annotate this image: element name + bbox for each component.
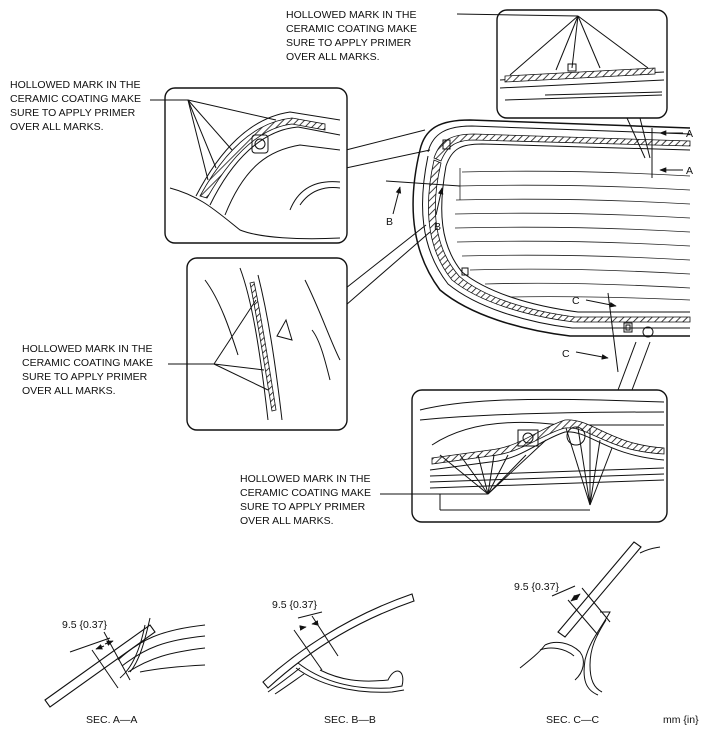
svg-text:SURE TO APPLY PRIMER: SURE TO APPLY PRIMER bbox=[10, 107, 136, 119]
svg-text:HOLLOWED MARK IN THE: HOLLOWED MARK IN THE bbox=[10, 79, 141, 91]
svg-text:HOLLOWED MARK IN THE: HOLLOWED MARK IN THE bbox=[286, 9, 417, 21]
svg-text:SURE TO APPLY PRIMER: SURE TO APPLY PRIMER bbox=[22, 371, 148, 383]
detail-middle-left bbox=[186, 224, 431, 431]
marker-b-right: B bbox=[434, 221, 441, 233]
units-label: mm {in} bbox=[663, 714, 699, 726]
clip-lower-right bbox=[623, 322, 633, 333]
section-c-label: SEC. C—C bbox=[546, 714, 600, 726]
marker-a-upper: A bbox=[686, 128, 693, 140]
marker-a-lower: A bbox=[686, 165, 693, 177]
dimension-c: 9.5 {0.37} bbox=[514, 581, 559, 593]
svg-text:OVER ALL MARKS.: OVER ALL MARKS. bbox=[22, 385, 116, 397]
svg-text:CERAMIC COATING MAKE: CERAMIC COATING MAKE bbox=[22, 357, 153, 369]
dimension-a: 9.5 {0.37} bbox=[62, 619, 107, 631]
marker-c-lower: C bbox=[562, 348, 570, 360]
marker-b-left: B bbox=[386, 216, 393, 228]
svg-text:SURE TO APPLY PRIMER: SURE TO APPLY PRIMER bbox=[286, 37, 412, 49]
section-b-b: 9.5 {0.37} SEC. B—B bbox=[262, 593, 415, 726]
svg-text:HOLLOWED MARK IN THE: HOLLOWED MARK IN THE bbox=[22, 343, 153, 355]
section-c-c: 9.5 {0.37} SEC. C—C bbox=[514, 541, 661, 726]
note-middle-left: HOLLOWED MARK IN THE CERAMIC COATING MAK… bbox=[22, 343, 214, 397]
section-c-markers: C C bbox=[562, 292, 619, 373]
svg-text:OVER ALL MARKS.: OVER ALL MARKS. bbox=[240, 515, 334, 527]
svg-text:CERAMIC COATING MAKE: CERAMIC COATING MAKE bbox=[240, 487, 371, 499]
section-a-a: 9.5 {0.37} SEC. A—A bbox=[44, 617, 206, 726]
note-upper-left: HOLLOWED MARK IN THE CERAMIC COATING MAK… bbox=[10, 79, 188, 133]
svg-text:CERAMIC COATING MAKE: CERAMIC COATING MAKE bbox=[10, 93, 141, 105]
marker-c-upper: C bbox=[572, 295, 580, 307]
note-lower-center: HOLLOWED MARK IN THE CERAMIC COATING MAK… bbox=[240, 473, 488, 527]
detail-upper-left bbox=[164, 87, 431, 244]
svg-text:SURE TO APPLY PRIMER: SURE TO APPLY PRIMER bbox=[240, 501, 366, 513]
detail-top-right bbox=[496, 9, 668, 159]
note-top-right: HOLLOWED MARK IN THE CERAMIC COATING MAK… bbox=[286, 9, 579, 63]
section-a-label: SEC. A—A bbox=[86, 714, 137, 726]
rear-window-glass bbox=[412, 119, 691, 338]
dimension-b: 9.5 {0.37} bbox=[272, 599, 317, 611]
svg-text:OVER ALL MARKS.: OVER ALL MARKS. bbox=[286, 51, 380, 63]
svg-text:HOLLOWED MARK IN THE: HOLLOWED MARK IN THE bbox=[240, 473, 371, 485]
svg-text:OVER ALL MARKS.: OVER ALL MARKS. bbox=[10, 121, 104, 133]
detail-lower-right bbox=[411, 341, 668, 523]
mark-circle bbox=[642, 326, 654, 338]
svg-text:CERAMIC COATING MAKE: CERAMIC COATING MAKE bbox=[286, 23, 417, 35]
section-b-markers: B B bbox=[385, 180, 461, 233]
defogger-grid bbox=[454, 168, 691, 301]
clip-upper-left bbox=[442, 139, 451, 150]
section-b-label: SEC. B—B bbox=[324, 714, 376, 726]
section-a-markers: A A bbox=[651, 128, 693, 178]
